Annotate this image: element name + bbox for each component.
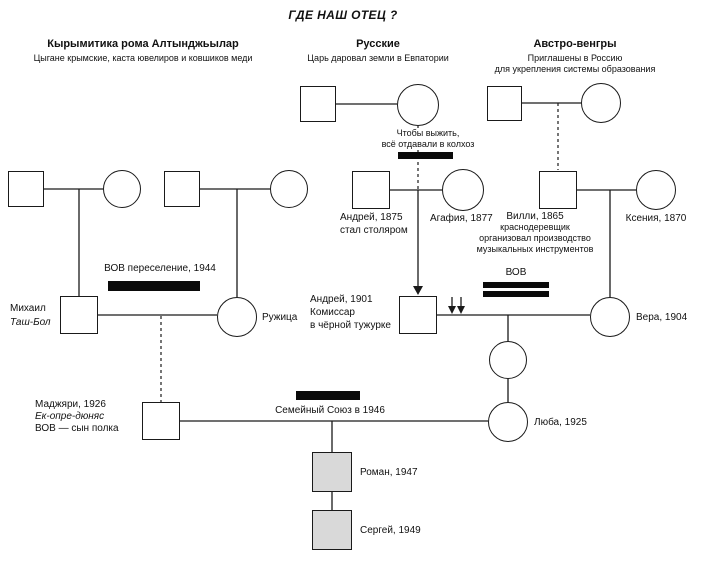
person-circle-ruzhica bbox=[217, 297, 257, 337]
stress-arrowhead-2 bbox=[457, 306, 465, 314]
person-square-roma-grandfather-2 bbox=[164, 171, 200, 207]
person-name: Михаил bbox=[10, 303, 46, 314]
person-square-andrey-1901 bbox=[399, 296, 437, 334]
label-vera: Вера, 1904 bbox=[636, 312, 688, 323]
person-note: Ек-опре-дюняс bbox=[35, 411, 105, 422]
person-square-mikhail bbox=[60, 296, 98, 334]
person-note: в чёрной тужурке bbox=[310, 320, 391, 331]
descent-arrowhead bbox=[413, 286, 423, 295]
label-sergey: Сергей, 1949 bbox=[360, 525, 421, 536]
note-line: всё отдавали в колхоз bbox=[381, 139, 475, 149]
stress-arrowhead-1 bbox=[448, 306, 456, 314]
person-circle-roma-grandmother-1 bbox=[103, 170, 141, 208]
person-note: краснодеревщик bbox=[500, 222, 570, 232]
person-note: Комиссар bbox=[310, 307, 355, 318]
label-ksenia: Ксения, 1870 bbox=[625, 213, 687, 224]
solid-connectors bbox=[44, 102, 636, 510]
person-circle-vera-1904 bbox=[590, 297, 630, 337]
event-bar-kolkhoz bbox=[398, 152, 453, 159]
person-square-roma-grandfather-1 bbox=[8, 171, 44, 207]
label-agafia: Агафия, 1877 bbox=[430, 213, 493, 224]
column-subtitle: Царь даровал земли в Евпатории bbox=[307, 53, 449, 63]
label-mikhail: Михаил Таш-Бол bbox=[10, 302, 51, 330]
column-subtitle: Цыгане крымские, каста ювелиров и ковшик… bbox=[33, 53, 253, 63]
note-line: Чтобы выжить, bbox=[396, 128, 460, 138]
person-circle-austrian-grandmother bbox=[581, 83, 621, 123]
event-bar-vov-2 bbox=[483, 291, 549, 297]
person-note: музыкальных инструментов bbox=[476, 244, 594, 254]
person-circle-roma-grandmother-2 bbox=[270, 170, 308, 208]
person-note: Таш-Бол bbox=[10, 317, 51, 328]
person-circle-agafia-1877 bbox=[442, 169, 484, 211]
column-header-roma: Кырымитика рома Алтынджьылар Цыгане крым… bbox=[18, 38, 268, 64]
note-vov-resettlement: ВОВ переселение, 1944 bbox=[104, 263, 216, 274]
note-vov: ВОВ bbox=[505, 267, 527, 278]
person-circle-lyuba-1925 bbox=[488, 402, 528, 442]
label-roman: Роман, 1947 bbox=[360, 467, 418, 478]
column-subtitle: Приглашены в Россию bbox=[527, 53, 623, 63]
label-madzhyari: Маджяри, 1926 Ек-опре-дюняс ВОВ — сын по… bbox=[35, 399, 119, 435]
person-name: Андрей, 1875 bbox=[340, 212, 403, 223]
column-title: Австро-венгры bbox=[533, 38, 617, 50]
person-circle-ksenia-1870 bbox=[636, 170, 676, 210]
person-circle-unnamed-daughter bbox=[489, 341, 527, 379]
person-square-austrian-grandfather bbox=[487, 86, 522, 121]
person-square-villi-1865 bbox=[539, 171, 577, 209]
person-square-sergey-1949 bbox=[312, 510, 352, 550]
person-square-madzhyari-1926 bbox=[142, 402, 180, 440]
event-bar-family-union bbox=[296, 391, 360, 400]
person-square-andrey-1875 bbox=[352, 171, 390, 209]
column-header-austro-hungarians: Австро-венгры Приглашены в Россию для ук… bbox=[475, 38, 675, 75]
column-title: Русские bbox=[356, 38, 400, 50]
note-family-union: Семейный Союз в 1946 bbox=[275, 405, 385, 416]
label-andrey-1901: Андрей, 1901 Комиссар в чёрной тужурке bbox=[310, 293, 391, 332]
column-subtitle: для укрепления системы образования bbox=[494, 64, 656, 74]
person-note: организовал производство bbox=[479, 233, 591, 243]
person-note: стал столяром bbox=[340, 225, 408, 236]
note-kolkhoz: Чтобы выжить, всё отдавали в колхоз bbox=[368, 128, 488, 150]
column-title: Кырымитика рома Алтынджьылар bbox=[47, 38, 239, 50]
person-name: Андрей, 1901 bbox=[310, 294, 373, 305]
person-circle-russian-grandmother bbox=[397, 84, 439, 126]
label-andrey-1875: Андрей, 1875 стал столяром bbox=[340, 211, 408, 237]
person-name: Вилли, 1865 bbox=[506, 211, 564, 222]
event-bar-vov-1 bbox=[483, 282, 549, 288]
diagram-title: ГДЕ НАШ ОТЕЦ ? bbox=[288, 8, 398, 22]
event-bar-resettlement bbox=[108, 281, 200, 291]
person-name: Маджяри, 1926 bbox=[35, 399, 106, 410]
label-lyuba: Люба, 1925 bbox=[534, 417, 587, 428]
label-ruzhica: Ружица bbox=[262, 312, 298, 323]
person-square-roman-1947 bbox=[312, 452, 352, 492]
person-note: ВОВ — сын полка bbox=[35, 423, 119, 434]
person-square-russian-grandfather bbox=[300, 86, 336, 122]
label-villi: Вилли, 1865 краснодеревщик организовал п… bbox=[455, 211, 615, 255]
column-header-russians: Русские Царь даровал земли в Евпатории bbox=[278, 38, 478, 64]
